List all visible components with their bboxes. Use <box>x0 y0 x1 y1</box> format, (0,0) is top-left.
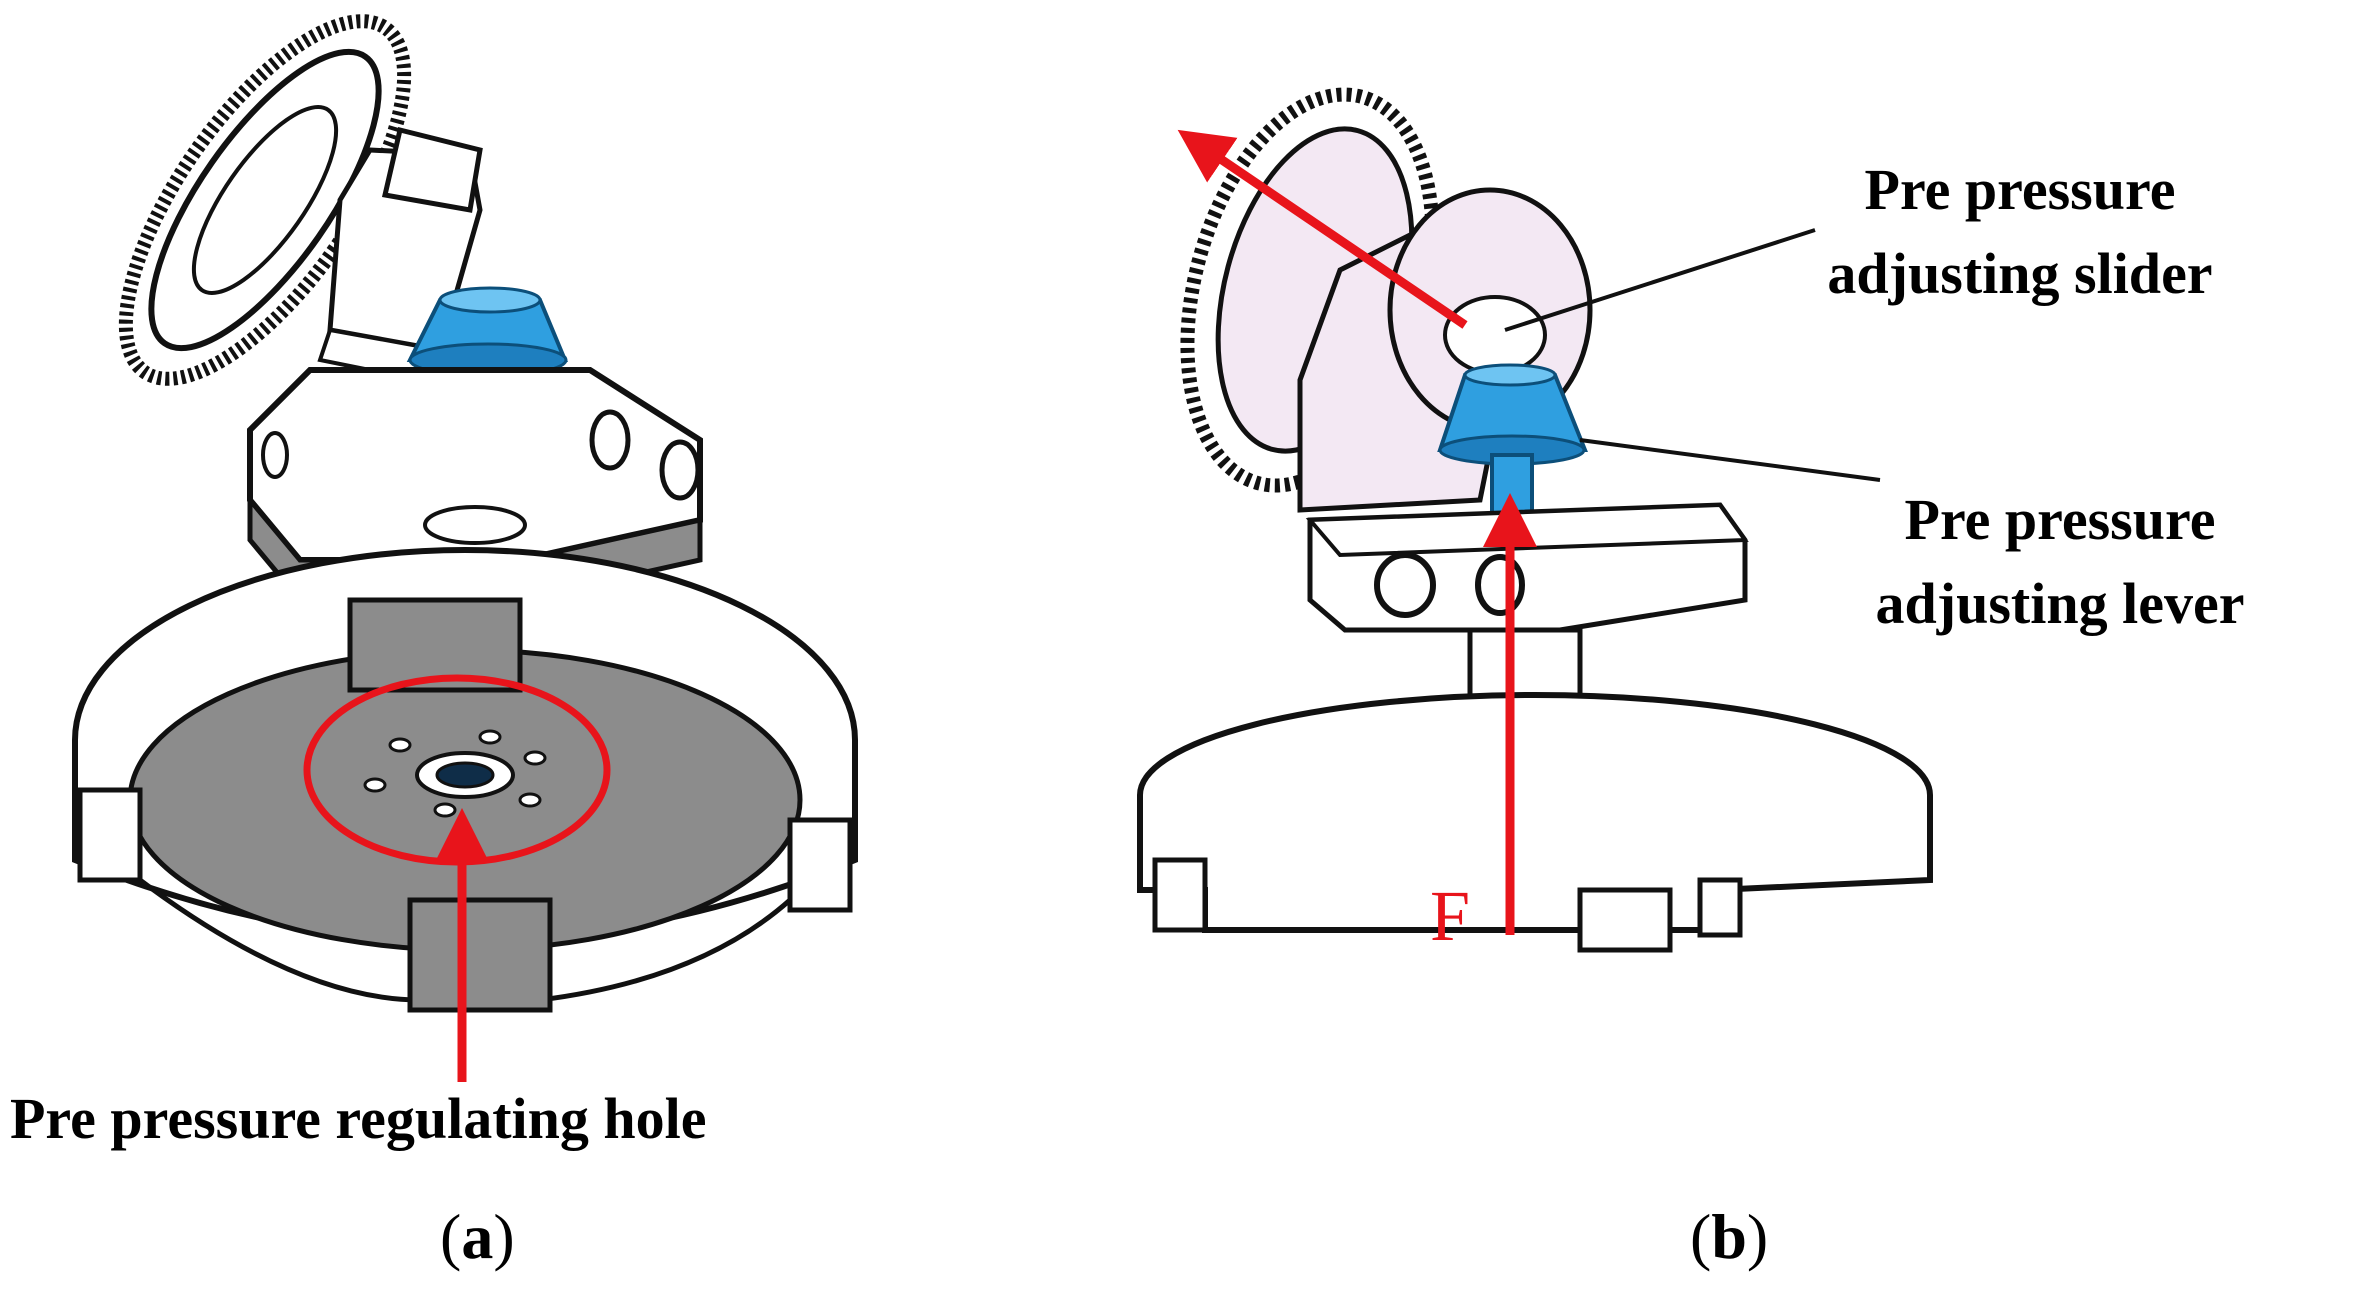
panel-a-label: Pre pressure regulating hole <box>10 1086 707 1151</box>
panel-b-slider-leader <box>1504 228 1816 332</box>
panel-b-assembly <box>1137 87 1933 953</box>
panel-b-blue-lever <box>1437 363 1588 527</box>
caption-b: (b) <box>1690 1201 1769 1272</box>
panel-a-assembly <box>72 14 858 1082</box>
caption-b-letter: b <box>1711 1201 1747 1272</box>
caption-a-letter: a <box>461 1201 494 1272</box>
panel-a-highlight-circle <box>303 674 611 866</box>
panel-b-slider-label: Pre pressure adjusting slider <box>1800 148 2240 316</box>
panel-b-lever-leader <box>1579 438 1881 482</box>
panel-b-hex-nut <box>1305 502 1749 633</box>
caption-a: (a) <box>440 1201 515 1272</box>
panel-b-direction-arrow <box>1177 129 1468 329</box>
panel-a-base-ring <box>72 547 858 1013</box>
panel-b-lever-label-line1: Pre pressure <box>1904 487 2216 552</box>
panel-b-lever-label-line2: adjusting lever <box>1875 571 2245 637</box>
panel-b-slider-label-line1: Pre pressure <box>1864 157 2176 222</box>
panel-b-base-disc <box>1137 692 1933 953</box>
force-label: F <box>1430 876 1471 956</box>
panel-b-lever-label: Pre pressure adjusting lever <box>1840 478 2280 646</box>
panel-b-slider-label-line2: adjusting slider <box>1827 241 2213 307</box>
